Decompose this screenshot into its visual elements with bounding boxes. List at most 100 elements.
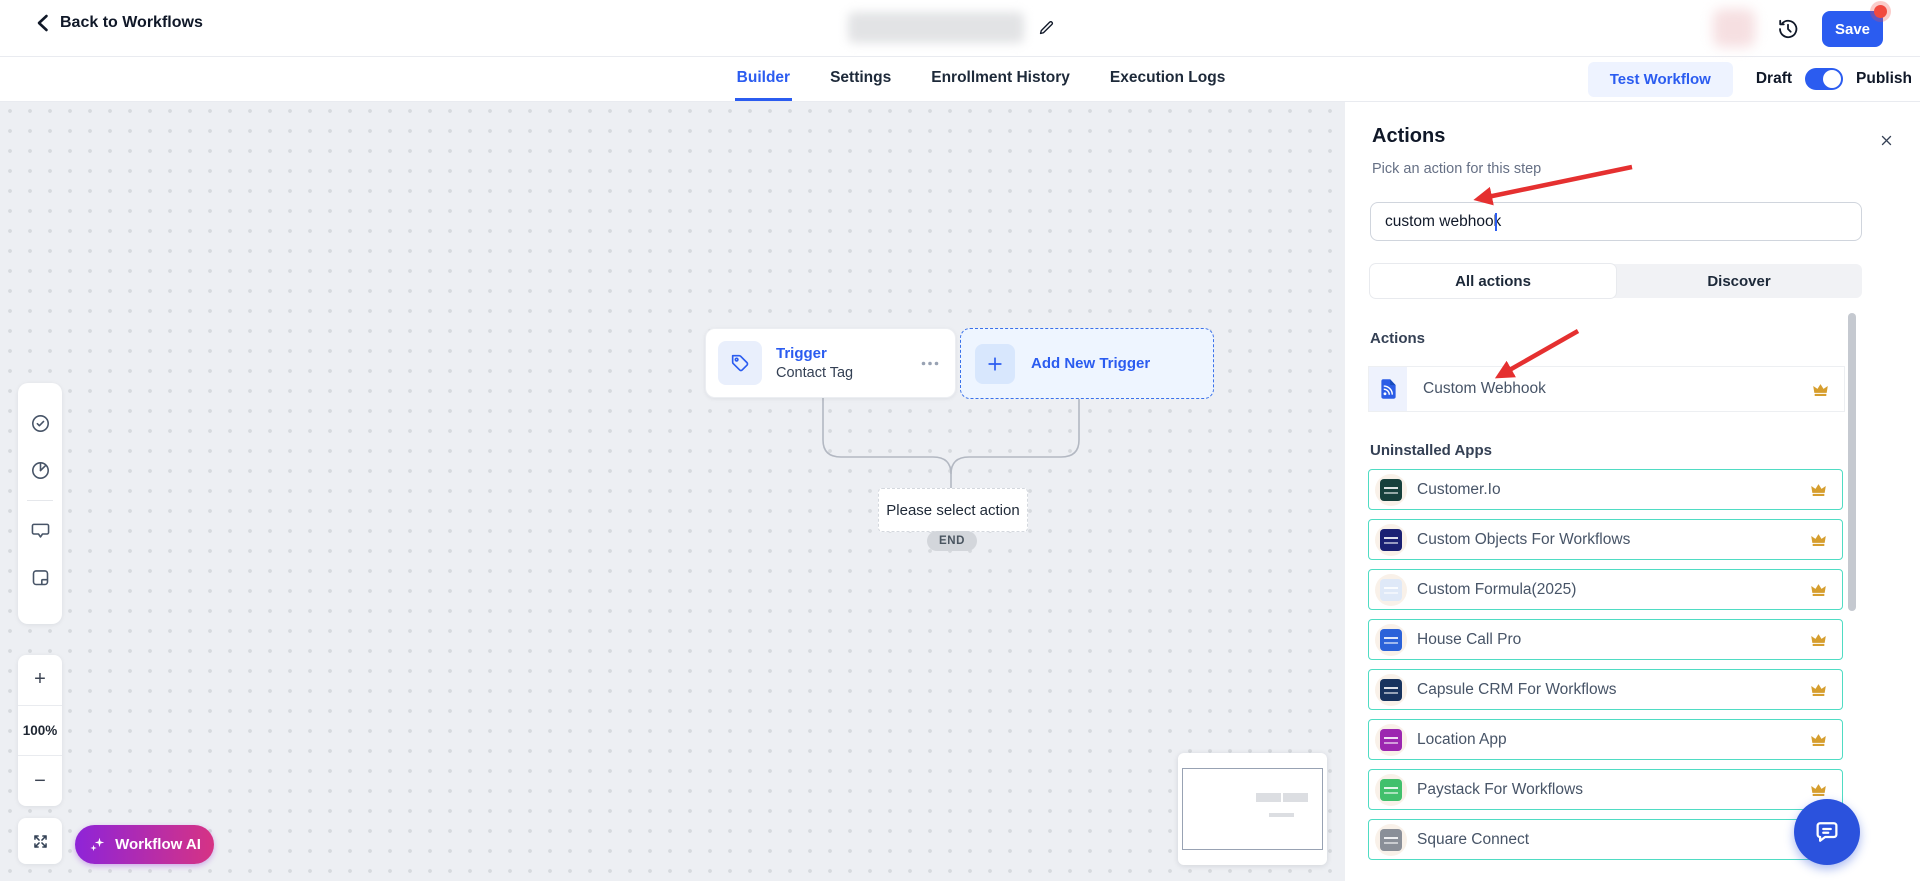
tab-execution-logs[interactable]: Execution Logs	[1109, 68, 1226, 86]
action-search-input[interactable]	[1370, 202, 1862, 241]
panel-segment-tabs: All actions Discover	[1370, 264, 1862, 298]
workflow-subnav: Builder Settings Enrollment History Exec…	[0, 57, 1920, 102]
customer-io-app-icon	[1380, 478, 1402, 501]
history-clock-icon	[1776, 17, 1800, 41]
app-item-paystack[interactable]: Paystack For Workflows	[1368, 769, 1843, 810]
app-icon-halo	[1375, 623, 1407, 656]
workflow-canvas[interactable]: Trigger Contact Tag Add New Trigger Plea…	[0, 101, 1346, 881]
app-icon-halo	[1375, 723, 1407, 756]
premium-crown-icon	[1809, 680, 1828, 699]
canvas-left-toolbar	[18, 383, 62, 624]
back-to-workflows-button[interactable]: Back to Workflows	[30, 13, 209, 33]
actions-panel: Actions Pick an action for this step All…	[1345, 101, 1920, 881]
stats-pie-button[interactable]	[18, 447, 62, 494]
notification-dot	[1874, 5, 1887, 18]
app-item-capsule-crm[interactable]: Capsule CRM For Workflows	[1368, 669, 1843, 710]
paystack-app-icon	[1380, 778, 1402, 801]
chat-bubble-icon	[30, 520, 51, 541]
panel-scrollbar-thumb[interactable]	[1848, 313, 1856, 611]
edit-title-button[interactable]	[1033, 14, 1060, 41]
trigger-icon-tile	[718, 341, 762, 385]
back-label: Back to Workflows	[60, 14, 203, 31]
publish-label: Publish	[1856, 70, 1912, 87]
custom-formula-app-icon	[1380, 578, 1402, 601]
webhook-icon-tile	[1369, 367, 1407, 411]
app-item-house-call-pro[interactable]: House Call Pro	[1368, 619, 1843, 660]
minimap[interactable]	[1178, 753, 1327, 865]
toolbar-divider	[27, 500, 53, 501]
publish-toggle[interactable]	[1805, 68, 1844, 90]
fullscreen-button[interactable]	[18, 818, 62, 864]
app-item-location-app[interactable]: Location App	[1368, 719, 1843, 760]
tab-enrollment-history[interactable]: Enrollment History	[931, 68, 1070, 86]
action-item-label: Custom Webhook	[1423, 380, 1546, 397]
support-chat-fab[interactable]	[1794, 799, 1860, 865]
custom-objects-app-icon	[1380, 528, 1402, 551]
sparkles-icon	[88, 835, 107, 854]
workflow-ai-button[interactable]: Workflow AI	[75, 825, 214, 864]
action-item-custom-webhook[interactable]: Custom Webhook	[1368, 366, 1845, 412]
chat-message-icon	[1812, 817, 1842, 847]
app-icon-halo	[1375, 573, 1407, 606]
plus-icon	[985, 354, 1005, 374]
comments-button[interactable]	[18, 507, 62, 554]
subnav-right-controls: Test Workflow Draft Publish	[1587, 57, 1912, 101]
app-icon-halo	[1375, 773, 1407, 806]
trigger-node-subtitle: Contact Tag	[776, 365, 854, 381]
notes-button[interactable]	[18, 554, 62, 601]
user-avatar-redacted[interactable]	[1713, 9, 1755, 47]
text-cursor	[1495, 213, 1497, 231]
zoom-level[interactable]: 100%	[18, 706, 62, 757]
tab-builder[interactable]: Builder	[734, 57, 793, 101]
add-new-trigger-node[interactable]: Add New Trigger	[960, 328, 1214, 399]
trigger-node-contact-tag[interactable]: Trigger Contact Tag	[705, 328, 956, 398]
zoom-controls: + 100% −	[18, 655, 62, 806]
minimap-node	[1256, 793, 1281, 802]
house-call-pro-app-icon	[1380, 628, 1402, 651]
app-item-square-connect[interactable]: Square Connect	[1368, 819, 1843, 860]
zoom-in-button[interactable]: +	[18, 655, 62, 706]
webhook-document-icon	[1379, 378, 1398, 400]
minimap-viewport	[1182, 768, 1323, 850]
tab-all-actions[interactable]: All actions	[1370, 264, 1616, 298]
workflow-ai-label: Workflow AI	[115, 836, 201, 853]
app-item-custom-formula[interactable]: Custom Formula(2025)	[1368, 569, 1843, 610]
minimap-label	[1269, 813, 1294, 817]
premium-crown-icon	[1809, 630, 1828, 649]
trigger-node-title: Trigger	[776, 345, 827, 362]
app-icon-halo	[1375, 673, 1407, 706]
stats-check-button[interactable]	[18, 400, 62, 447]
save-label: Save	[1834, 20, 1871, 38]
close-panel-button[interactable]	[1877, 131, 1896, 150]
close-icon	[1879, 133, 1894, 148]
square-connect-app-icon	[1380, 828, 1402, 851]
top-header: Back to Workflows Save	[0, 0, 1920, 57]
chevron-left-icon	[36, 14, 49, 32]
node-options-menu-button[interactable]	[917, 357, 943, 370]
app-item-custom-objects[interactable]: Custom Objects For Workflows	[1368, 519, 1843, 560]
end-node: END	[927, 531, 977, 551]
panel-title: Actions	[1372, 125, 1446, 147]
premium-crown-icon	[1809, 530, 1828, 549]
node-connector-lines	[822, 397, 1080, 488]
tab-discover[interactable]: Discover	[1616, 264, 1862, 298]
tab-settings[interactable]: Settings	[830, 68, 892, 86]
check-circle-icon	[30, 413, 51, 434]
pencil-icon	[1037, 18, 1056, 37]
app-item-customer-io[interactable]: Customer.Io	[1368, 469, 1843, 510]
save-button[interactable]: Save	[1822, 5, 1887, 47]
test-workflow-button[interactable]: Test Workflow	[1587, 61, 1733, 97]
workflow-title-redacted[interactable]	[848, 12, 1024, 43]
trigger-node-text: Trigger Contact Tag	[776, 345, 853, 381]
premium-crown-icon	[1809, 730, 1828, 749]
draft-label: Draft	[1755, 70, 1793, 87]
zoom-out-button[interactable]: −	[18, 756, 62, 806]
capsule-crm-app-icon	[1380, 678, 1402, 701]
history-button[interactable]	[1774, 15, 1802, 43]
app-icon-halo	[1375, 823, 1407, 856]
minimap-node	[1283, 793, 1308, 802]
select-action-placeholder: Please select action	[878, 488, 1028, 532]
expand-icon	[31, 832, 50, 851]
location-app-icon	[1380, 728, 1402, 751]
